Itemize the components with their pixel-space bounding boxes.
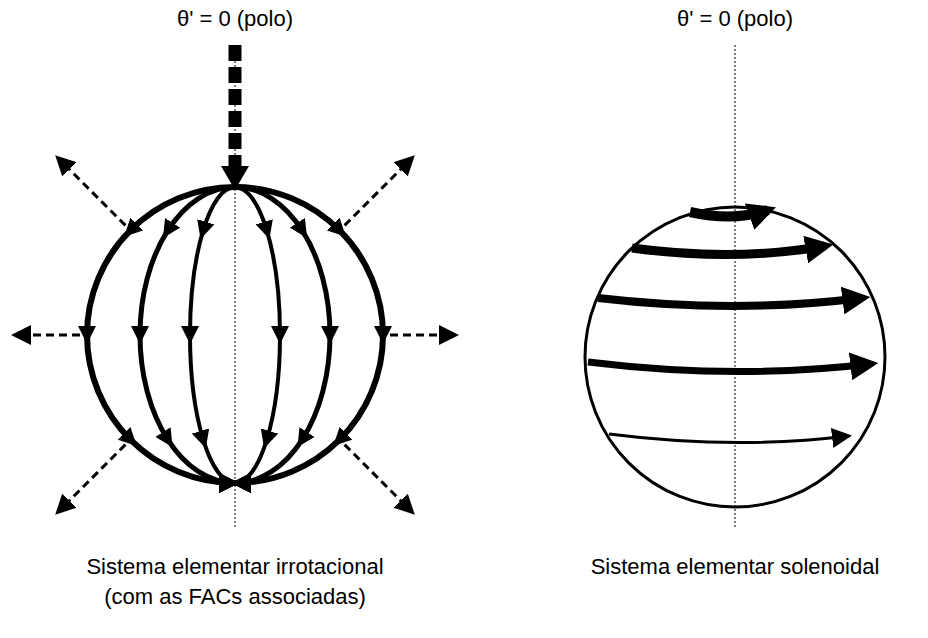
irrotational-sphere [15, 45, 455, 512]
caption-label: Sistema elementar solenoidal [555, 552, 915, 582]
caption-label: Sistema elementar irrotacional (com as F… [73, 552, 398, 612]
pole-label: θ' = 0 (polo) [625, 4, 845, 34]
axis-line [735, 45, 736, 528]
axis-line [235, 45, 236, 528]
solenoidal-sphere [585, 207, 885, 507]
pole-label: θ' = 0 (polo) [125, 4, 345, 34]
